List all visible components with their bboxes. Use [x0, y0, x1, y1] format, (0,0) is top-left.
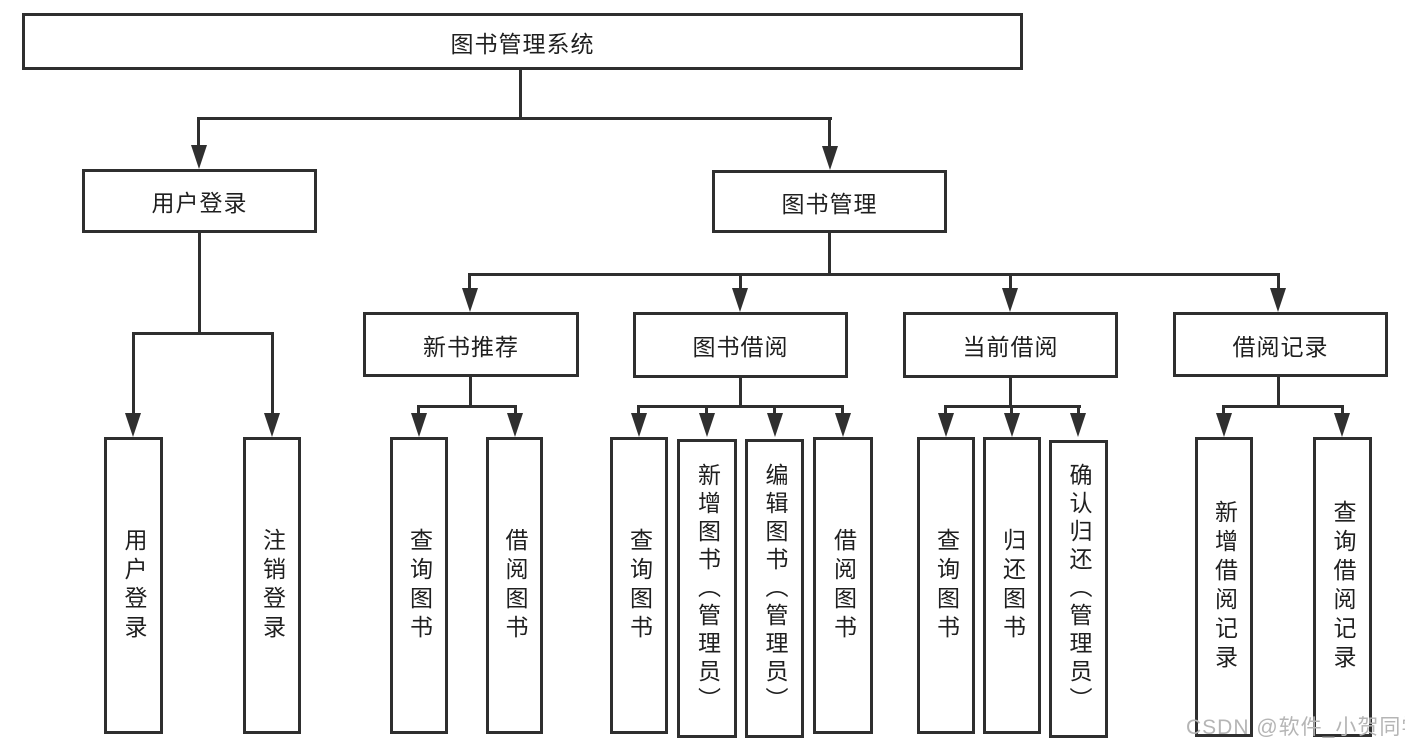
leaf-borrow-books-borrow: 借阅图书: [813, 437, 873, 734]
connector-line: [705, 405, 708, 419]
leaf-confirm-return-admin: 确认归还（管理员）: [1049, 440, 1108, 738]
node-label: 当前借阅: [962, 334, 1059, 360]
node-label: 归还图书: [999, 527, 1026, 644]
node-label: 确认归还（管理员）: [1066, 463, 1092, 715]
arrowhead-down-icon: [1002, 288, 1018, 312]
connector-line: [197, 117, 200, 149]
node-label: 新书推荐: [423, 333, 519, 360]
node-label: 新增图书（管理员）: [694, 462, 721, 715]
connector-line: [1277, 273, 1280, 295]
connector-line: [828, 117, 831, 149]
connector-line: [637, 405, 640, 419]
arrowhead-down-icon: [462, 288, 478, 312]
arrowhead-down-icon: [938, 413, 954, 437]
node-label: 用户登录: [121, 527, 147, 644]
node-new-book-recommend: 新书推荐: [363, 312, 579, 377]
node-label: 图书管理: [781, 190, 878, 217]
arrowhead-down-icon: [1270, 288, 1286, 312]
connector-line: [417, 405, 517, 408]
arrowhead-down-icon: [191, 145, 207, 169]
arrowhead-down-icon: [699, 413, 715, 437]
leaf-add-books-admin: 新增图书（管理员）: [677, 439, 737, 738]
connector-line: [132, 332, 135, 418]
connector-line: [1077, 405, 1080, 419]
node-label: 新增借阅记录: [1211, 500, 1238, 674]
connector-line: [828, 233, 831, 276]
node-book-borrow: 图书借阅: [633, 312, 848, 378]
node-label: 注销登录: [259, 527, 286, 644]
arrowhead-down-icon: [507, 413, 523, 437]
connector-line: [773, 405, 776, 419]
arrowhead-down-icon: [767, 413, 783, 437]
connector-line: [1222, 405, 1225, 419]
connector-line: [637, 405, 844, 408]
arrowhead-down-icon: [822, 146, 838, 170]
connector-line: [841, 405, 844, 419]
connector-line: [1222, 405, 1344, 408]
node-label: 借阅图书: [502, 527, 528, 644]
node-current-borrow: 当前借阅: [903, 312, 1118, 378]
leaf-return-books: 归还图书: [983, 437, 1041, 734]
node-book-management: 图书管理: [712, 170, 947, 233]
csdn-watermark: CSDN @软件_小贺同学: [1186, 716, 1405, 739]
node-user-login: 用户登录: [82, 169, 317, 233]
connector-line: [1010, 405, 1013, 419]
connector-line: [132, 332, 274, 335]
node-label: 借阅图书: [830, 527, 857, 644]
arrowhead-down-icon: [411, 413, 427, 437]
node-label: 查询借阅记录: [1330, 500, 1356, 674]
connector-line: [1009, 273, 1012, 295]
arrowhead-down-icon: [125, 413, 141, 437]
leaf-add-borrow-record: 新增借阅记录: [1195, 437, 1253, 737]
connector-line: [514, 405, 517, 419]
node-library-system: 图书管理系统: [22, 13, 1023, 70]
connector-line: [417, 405, 420, 419]
arrowhead-down-icon: [1004, 413, 1020, 437]
connector-line: [1277, 377, 1280, 408]
leaf-query-books-recommend: 查询图书: [390, 437, 448, 734]
node-label: 查询图书: [933, 527, 960, 644]
arrowhead-down-icon: [1334, 413, 1350, 437]
arrowhead-down-icon: [732, 288, 748, 312]
arrowhead-down-icon: [835, 413, 851, 437]
leaf-query-books-borrow: 查询图书: [610, 437, 668, 734]
arrowhead-down-icon: [1070, 413, 1086, 437]
connector-line: [739, 378, 742, 408]
leaf-logout: 注销登录: [243, 437, 301, 734]
node-label: 用户登录: [151, 190, 248, 216]
connector-line: [1009, 378, 1012, 408]
connector-line: [739, 273, 742, 295]
arrowhead-down-icon: [264, 413, 280, 437]
node-label: 查询图书: [406, 527, 433, 644]
node-borrow-records: 借阅记录: [1173, 312, 1388, 377]
node-label: 图书管理系统: [450, 30, 595, 57]
arrowhead-down-icon: [631, 413, 647, 437]
connector-line: [469, 377, 472, 408]
arrowhead-down-icon: [1216, 413, 1232, 437]
connector-line: [468, 273, 471, 295]
connector-line: [468, 273, 1280, 276]
leaf-borrow-books-recommend: 借阅图书: [486, 437, 543, 734]
connector-line: [198, 233, 201, 335]
leaf-query-borrow-record: 查询借阅记录: [1313, 437, 1372, 737]
connector-line: [197, 117, 832, 120]
leaf-query-books-current: 查询图书: [917, 437, 975, 734]
leaf-edit-books-admin: 编辑图书（管理员）: [745, 439, 804, 738]
node-label: 查询图书: [626, 527, 653, 644]
node-label: 图书借阅: [692, 334, 789, 360]
node-label: 编辑图书（管理员）: [762, 462, 788, 715]
connector-line: [519, 70, 522, 119]
connector-line: [271, 332, 274, 418]
connector-line: [1341, 405, 1344, 419]
connector-line: [944, 405, 947, 419]
leaf-user-login: 用户登录: [104, 437, 163, 734]
node-label: 借阅记录: [1232, 333, 1329, 360]
